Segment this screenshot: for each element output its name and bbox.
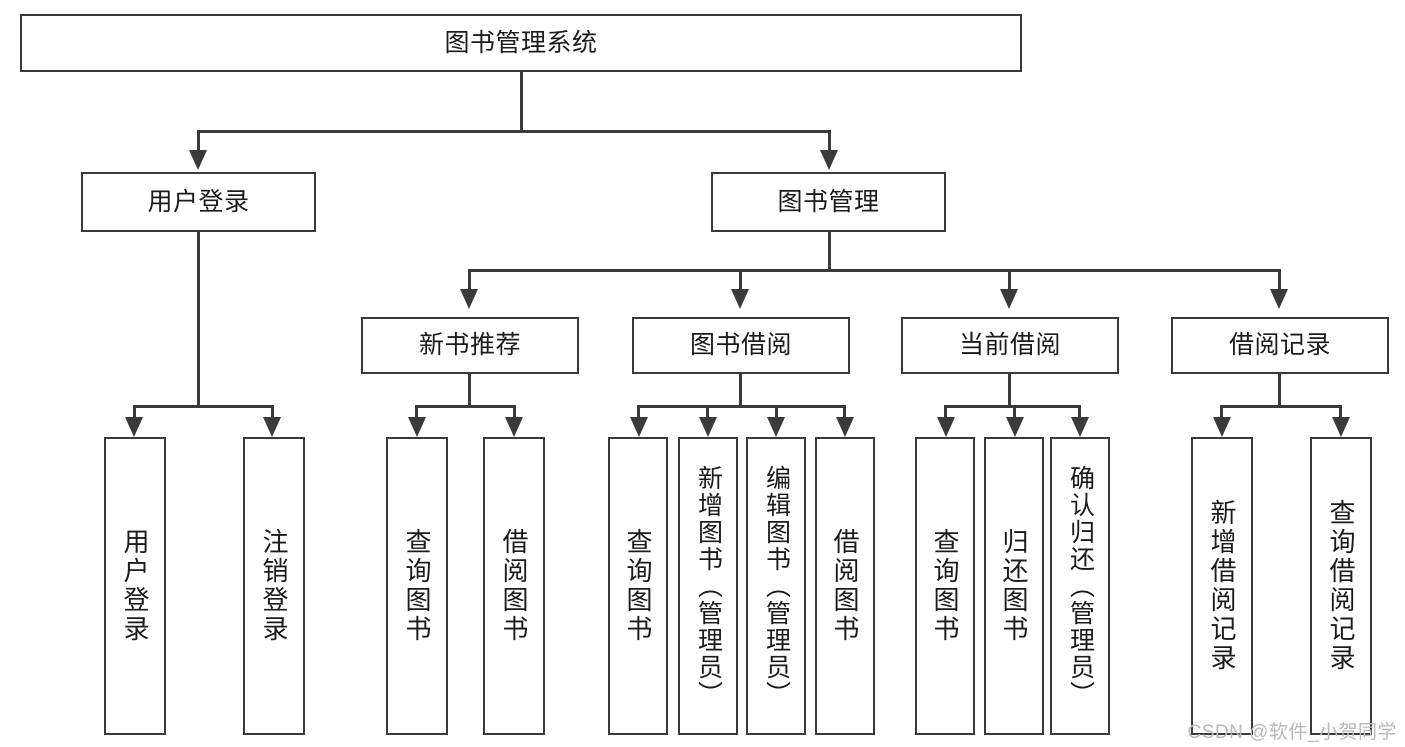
node-leaf-query-book-2[interactable]: 查询图书 bbox=[608, 437, 668, 735]
connector-book-borrow-drop-3 bbox=[775, 405, 778, 417]
arrow-leaf-confirm-return bbox=[1071, 417, 1089, 437]
connector-level2-drop-1 bbox=[468, 269, 471, 289]
node-leaf-edit-book[interactable]: 编辑图书（管理员） bbox=[746, 437, 806, 735]
node-leaf-user-login-label: 用户登录 bbox=[120, 528, 150, 644]
connector-book-borrow-drop-2 bbox=[706, 405, 709, 417]
connector-current-borrow-drop-3 bbox=[1078, 405, 1081, 417]
arrow-user-login bbox=[189, 150, 207, 170]
node-leaf-query-book-1[interactable]: 查询图书 bbox=[386, 437, 448, 735]
arrow-current-borrow bbox=[1000, 289, 1018, 309]
arrow-leaf-borrow-book-1 bbox=[505, 417, 523, 437]
connector-current-borrow-bus bbox=[944, 405, 1081, 408]
connector-book-borrow-bus bbox=[637, 405, 845, 408]
node-leaf-query-book-1-label: 查询图书 bbox=[402, 528, 432, 644]
node-current-borrow-label: 当前借阅 bbox=[958, 331, 1061, 360]
node-book-borrow-label: 图书借阅 bbox=[689, 331, 792, 360]
node-leaf-borrow-book-2[interactable]: 借阅图书 bbox=[815, 437, 875, 735]
node-leaf-query-book-2-label: 查询图书 bbox=[623, 528, 653, 644]
node-leaf-return-book[interactable]: 归还图书 bbox=[984, 437, 1044, 735]
arrow-borrow-record bbox=[1270, 289, 1288, 309]
arrow-leaf-user-login bbox=[125, 417, 143, 437]
connector-book-borrow-drop-4 bbox=[843, 405, 846, 417]
node-leaf-borrow-book-1-label: 借阅图书 bbox=[499, 528, 529, 644]
node-borrow-record-label: 借阅记录 bbox=[1228, 331, 1331, 360]
connector-user-login-bus bbox=[133, 405, 272, 408]
connector-new-book-rec-down bbox=[468, 374, 471, 405]
connector-borrow-record-drop-2 bbox=[1339, 405, 1342, 417]
arrow-leaf-query-record bbox=[1332, 417, 1350, 437]
node-leaf-user-login[interactable]: 用户登录 bbox=[104, 437, 166, 735]
arrow-book-borrow bbox=[731, 289, 749, 309]
node-root-label: 图书管理系统 bbox=[444, 28, 598, 57]
node-leaf-query-record-label: 查询借阅记录 bbox=[1326, 499, 1356, 673]
node-leaf-borrow-book-2-label: 借阅图书 bbox=[830, 528, 860, 644]
node-borrow-record[interactable]: 借阅记录 bbox=[1171, 317, 1389, 374]
connector-borrow-record-drop-1 bbox=[1220, 405, 1223, 417]
node-leaf-confirm-return[interactable]: 确认归还（管理员） bbox=[1050, 437, 1110, 735]
node-leaf-query-book-3[interactable]: 查询图书 bbox=[915, 437, 975, 735]
node-leaf-logout-label: 注销登录 bbox=[259, 528, 289, 644]
connector-borrow-record-bus bbox=[1220, 405, 1342, 408]
connector-user-login-drop-1 bbox=[133, 405, 136, 417]
connector-user-login-down bbox=[197, 232, 200, 405]
arrow-leaf-query-book-3 bbox=[937, 417, 955, 437]
node-leaf-add-book[interactable]: 新增图书（管理员） bbox=[678, 437, 738, 735]
node-leaf-confirm-return-label: 确认归还（管理员） bbox=[1066, 464, 1095, 708]
connector-current-borrow-down bbox=[1008, 374, 1011, 405]
connector-new-book-rec-drop-1 bbox=[415, 405, 418, 417]
arrow-leaf-return-book bbox=[1006, 417, 1024, 437]
node-leaf-borrow-book-1[interactable]: 借阅图书 bbox=[483, 437, 545, 735]
connector-book-borrow-drop-1 bbox=[637, 405, 640, 417]
connector-level1-bus bbox=[197, 130, 831, 133]
node-book-manage[interactable]: 图书管理 bbox=[711, 172, 946, 232]
connector-level1-right-drop bbox=[828, 130, 831, 150]
node-user-login-label: 用户登录 bbox=[147, 187, 250, 216]
connector-current-borrow-drop-2 bbox=[1013, 405, 1016, 417]
arrow-leaf-edit-book bbox=[767, 417, 785, 437]
connector-level2-drop-4 bbox=[1278, 269, 1281, 289]
connector-book-borrow-down bbox=[739, 374, 742, 405]
arrow-leaf-add-record bbox=[1213, 417, 1231, 437]
node-book-manage-label: 图书管理 bbox=[777, 187, 880, 216]
node-current-borrow[interactable]: 当前借阅 bbox=[901, 317, 1119, 374]
connector-root-down bbox=[520, 72, 523, 130]
connector-borrow-record-down bbox=[1278, 374, 1281, 405]
node-new-book-rec-label: 新书推荐 bbox=[418, 331, 521, 360]
arrow-new-book-rec bbox=[460, 289, 478, 309]
node-leaf-logout[interactable]: 注销登录 bbox=[243, 437, 305, 735]
connector-level2-drop-2 bbox=[739, 269, 742, 289]
arrow-leaf-add-book bbox=[699, 417, 717, 437]
arrow-leaf-query-book-2 bbox=[630, 417, 648, 437]
connector-new-book-rec-drop-2 bbox=[513, 405, 516, 417]
connector-book-manage-down bbox=[828, 232, 831, 270]
node-user-login[interactable]: 用户登录 bbox=[81, 172, 316, 232]
connector-user-login-drop-2 bbox=[271, 405, 274, 417]
connector-current-borrow-drop-1 bbox=[944, 405, 947, 417]
node-leaf-return-book-label: 归还图书 bbox=[999, 528, 1029, 644]
connector-level1-left-drop bbox=[197, 130, 200, 150]
arrow-book-manage bbox=[820, 150, 838, 170]
arrow-leaf-query-book-1 bbox=[408, 417, 426, 437]
node-leaf-query-record[interactable]: 查询借阅记录 bbox=[1310, 437, 1372, 735]
connector-level2-drop-3 bbox=[1008, 269, 1011, 289]
arrow-leaf-logout bbox=[263, 417, 281, 437]
node-leaf-add-record[interactable]: 新增借阅记录 bbox=[1191, 437, 1253, 735]
node-leaf-add-record-label: 新增借阅记录 bbox=[1207, 499, 1237, 673]
node-leaf-query-book-3-label: 查询图书 bbox=[930, 528, 960, 644]
node-new-book-rec[interactable]: 新书推荐 bbox=[361, 317, 579, 374]
connector-level2-bus bbox=[468, 269, 1280, 272]
node-leaf-add-book-label: 新增图书（管理员） bbox=[694, 464, 723, 708]
node-book-borrow[interactable]: 图书借阅 bbox=[632, 317, 850, 374]
node-leaf-edit-book-label: 编辑图书（管理员） bbox=[762, 464, 791, 708]
node-root[interactable]: 图书管理系统 bbox=[20, 14, 1022, 72]
arrow-leaf-borrow-book-2 bbox=[836, 417, 854, 437]
connector-new-book-rec-bus bbox=[415, 405, 516, 408]
